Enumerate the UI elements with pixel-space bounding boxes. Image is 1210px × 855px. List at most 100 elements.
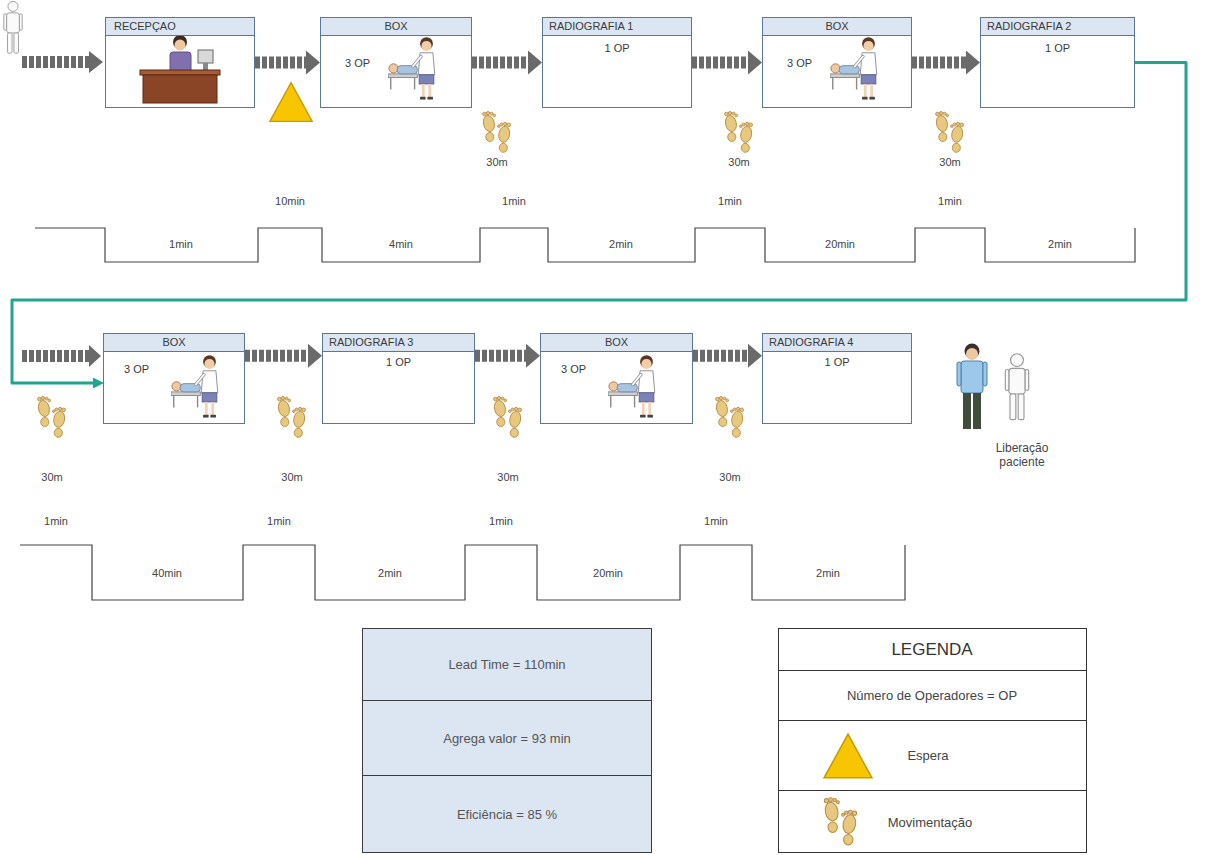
distance-label: 30m: [497, 471, 518, 484]
header-band: BOX: [541, 334, 692, 352]
process-time: 2min: [1048, 238, 1072, 251]
process-time: 20min: [593, 567, 623, 580]
operator-count: 1 OP: [604, 42, 629, 54]
box-title: BOX: [825, 20, 848, 32]
nurse-figure: [608, 355, 655, 417]
legend-wait-icon: [824, 734, 872, 778]
timeline: [35, 228, 1135, 262]
cell-area: Agrega valor = 93 min: [435, 731, 579, 746]
xray-box: RADIOGRAFIA 3 1 OP: [322, 333, 475, 424]
box-title: BOX: [605, 336, 628, 348]
process-time: 2min: [378, 567, 402, 580]
nurse-figure: [171, 355, 218, 417]
operator-count: 1 OP: [386, 356, 411, 368]
body-area: 3 OP: [541, 362, 692, 376]
body-area: 1 OP: [763, 355, 911, 369]
body-area: 1 OP: [981, 41, 1134, 55]
reception-box: RECEPÇAO: [105, 17, 255, 108]
movement-icon: [715, 397, 744, 438]
box-title: RADIOGRAFIA 4: [769, 336, 853, 348]
header-band: RECEPÇAO: [106, 18, 254, 36]
process-box: BOX 3 OP: [320, 17, 472, 108]
legend-movement-icon: [824, 798, 858, 845]
header-band: BOX: [321, 18, 471, 36]
timeline: [20, 545, 905, 600]
box-title: RADIOGRAFIA 3: [329, 336, 413, 348]
operator-count: 3 OP: [561, 363, 586, 375]
distance-label: 30m: [281, 471, 302, 484]
header-band: RADIOGRAFIA 4: [763, 334, 911, 352]
process-box: BOX 3 OP: [540, 333, 693, 424]
movement-icon: [482, 112, 511, 153]
distance-label: 30m: [719, 471, 740, 484]
push-arrow: [245, 350, 308, 362]
box-title: RECEPÇAO: [114, 20, 176, 32]
distance-label: 30m: [41, 471, 62, 484]
transport-time: 1min: [489, 515, 513, 528]
cell-area: Lead Time = 110min: [440, 657, 573, 672]
xray-box: RADIOGRAFIA 1 1 OP: [542, 17, 692, 108]
process-box: BOX 3 OP: [762, 17, 912, 108]
box-title: BOX: [384, 20, 407, 32]
legend-entry: Número de Operadores = OP: [847, 688, 1017, 703]
patient-icon: [1005, 354, 1028, 420]
box-title: BOX: [162, 336, 185, 348]
header-band: BOX: [763, 18, 911, 36]
transport-time: 1min: [718, 195, 742, 208]
header-band: RADIOGRAFIA 3: [323, 334, 474, 352]
summary-cell: Agrega valor = 93 min: [362, 700, 652, 776]
summary-text: Lead Time = 110min: [448, 657, 565, 672]
movement-icon: [37, 397, 66, 438]
header-band: RADIOGRAFIA 1: [543, 18, 691, 36]
process-box: BOX 3 OP: [103, 333, 245, 424]
legend-entry: Movimentação: [888, 815, 973, 830]
process-time: 40min: [152, 567, 182, 580]
flow-return-arrow: [12, 63, 1186, 384]
transport-time: 1min: [704, 515, 728, 528]
process-time: 4min: [389, 238, 413, 251]
legend-entry: Espera: [907, 748, 948, 763]
summary-cell: Eficiência = 85 %: [362, 775, 652, 853]
process-time: 20min: [825, 238, 855, 251]
legend-text: Espera: [907, 748, 948, 763]
cell-area: Eficiência = 85 %: [449, 807, 565, 822]
legend-text: Movimentação: [888, 815, 973, 830]
wait-triangle: [270, 83, 312, 122]
operator-count: 3 OP: [345, 57, 370, 69]
xray-box: RADIOGRAFIA 4 1 OP: [762, 333, 912, 424]
body-area: 3 OP: [763, 56, 911, 70]
doctor-figure: [957, 344, 987, 430]
body-area: 3 OP: [321, 56, 471, 70]
body-area: 3 OP: [104, 362, 244, 376]
box-title: RADIOGRAFIA 1: [549, 20, 633, 32]
distance-label: 30m: [486, 156, 507, 169]
operator-count: 3 OP: [124, 363, 149, 375]
transport-time: 1min: [938, 195, 962, 208]
wait-time: 10min: [275, 195, 305, 208]
process-time: 1min: [169, 238, 193, 251]
movement-icon: [277, 397, 306, 438]
push-arrow: [255, 57, 306, 69]
transport-time: 1min: [44, 515, 68, 528]
transport-time: 1min: [502, 195, 526, 208]
legend-frame: [778, 629, 1087, 853]
distance-label: 30m: [939, 156, 960, 169]
release-label: Liberação paciente: [985, 441, 1059, 470]
legend-text: Número de Operadores = OP: [847, 688, 1017, 703]
legend-title: LEGENDA: [891, 640, 972, 660]
movement-icon: [935, 112, 964, 153]
process-time: 2min: [816, 567, 840, 580]
header-band: BOX: [104, 334, 244, 352]
summary-text: Agrega valor = 93 min: [443, 731, 571, 746]
body-area: 1 OP: [323, 355, 474, 369]
header-band: RADIOGRAFIA 2: [981, 18, 1134, 36]
movement-icon: [493, 397, 522, 438]
transport-time: 1min: [267, 515, 291, 528]
body-area: 1 OP: [543, 41, 691, 55]
summary-cell: Lead Time = 110min: [362, 628, 652, 701]
xray-box: RADIOGRAFIA 2 1 OP: [980, 17, 1135, 108]
nurse-figure: [388, 37, 435, 99]
process-time: 2min: [609, 238, 633, 251]
